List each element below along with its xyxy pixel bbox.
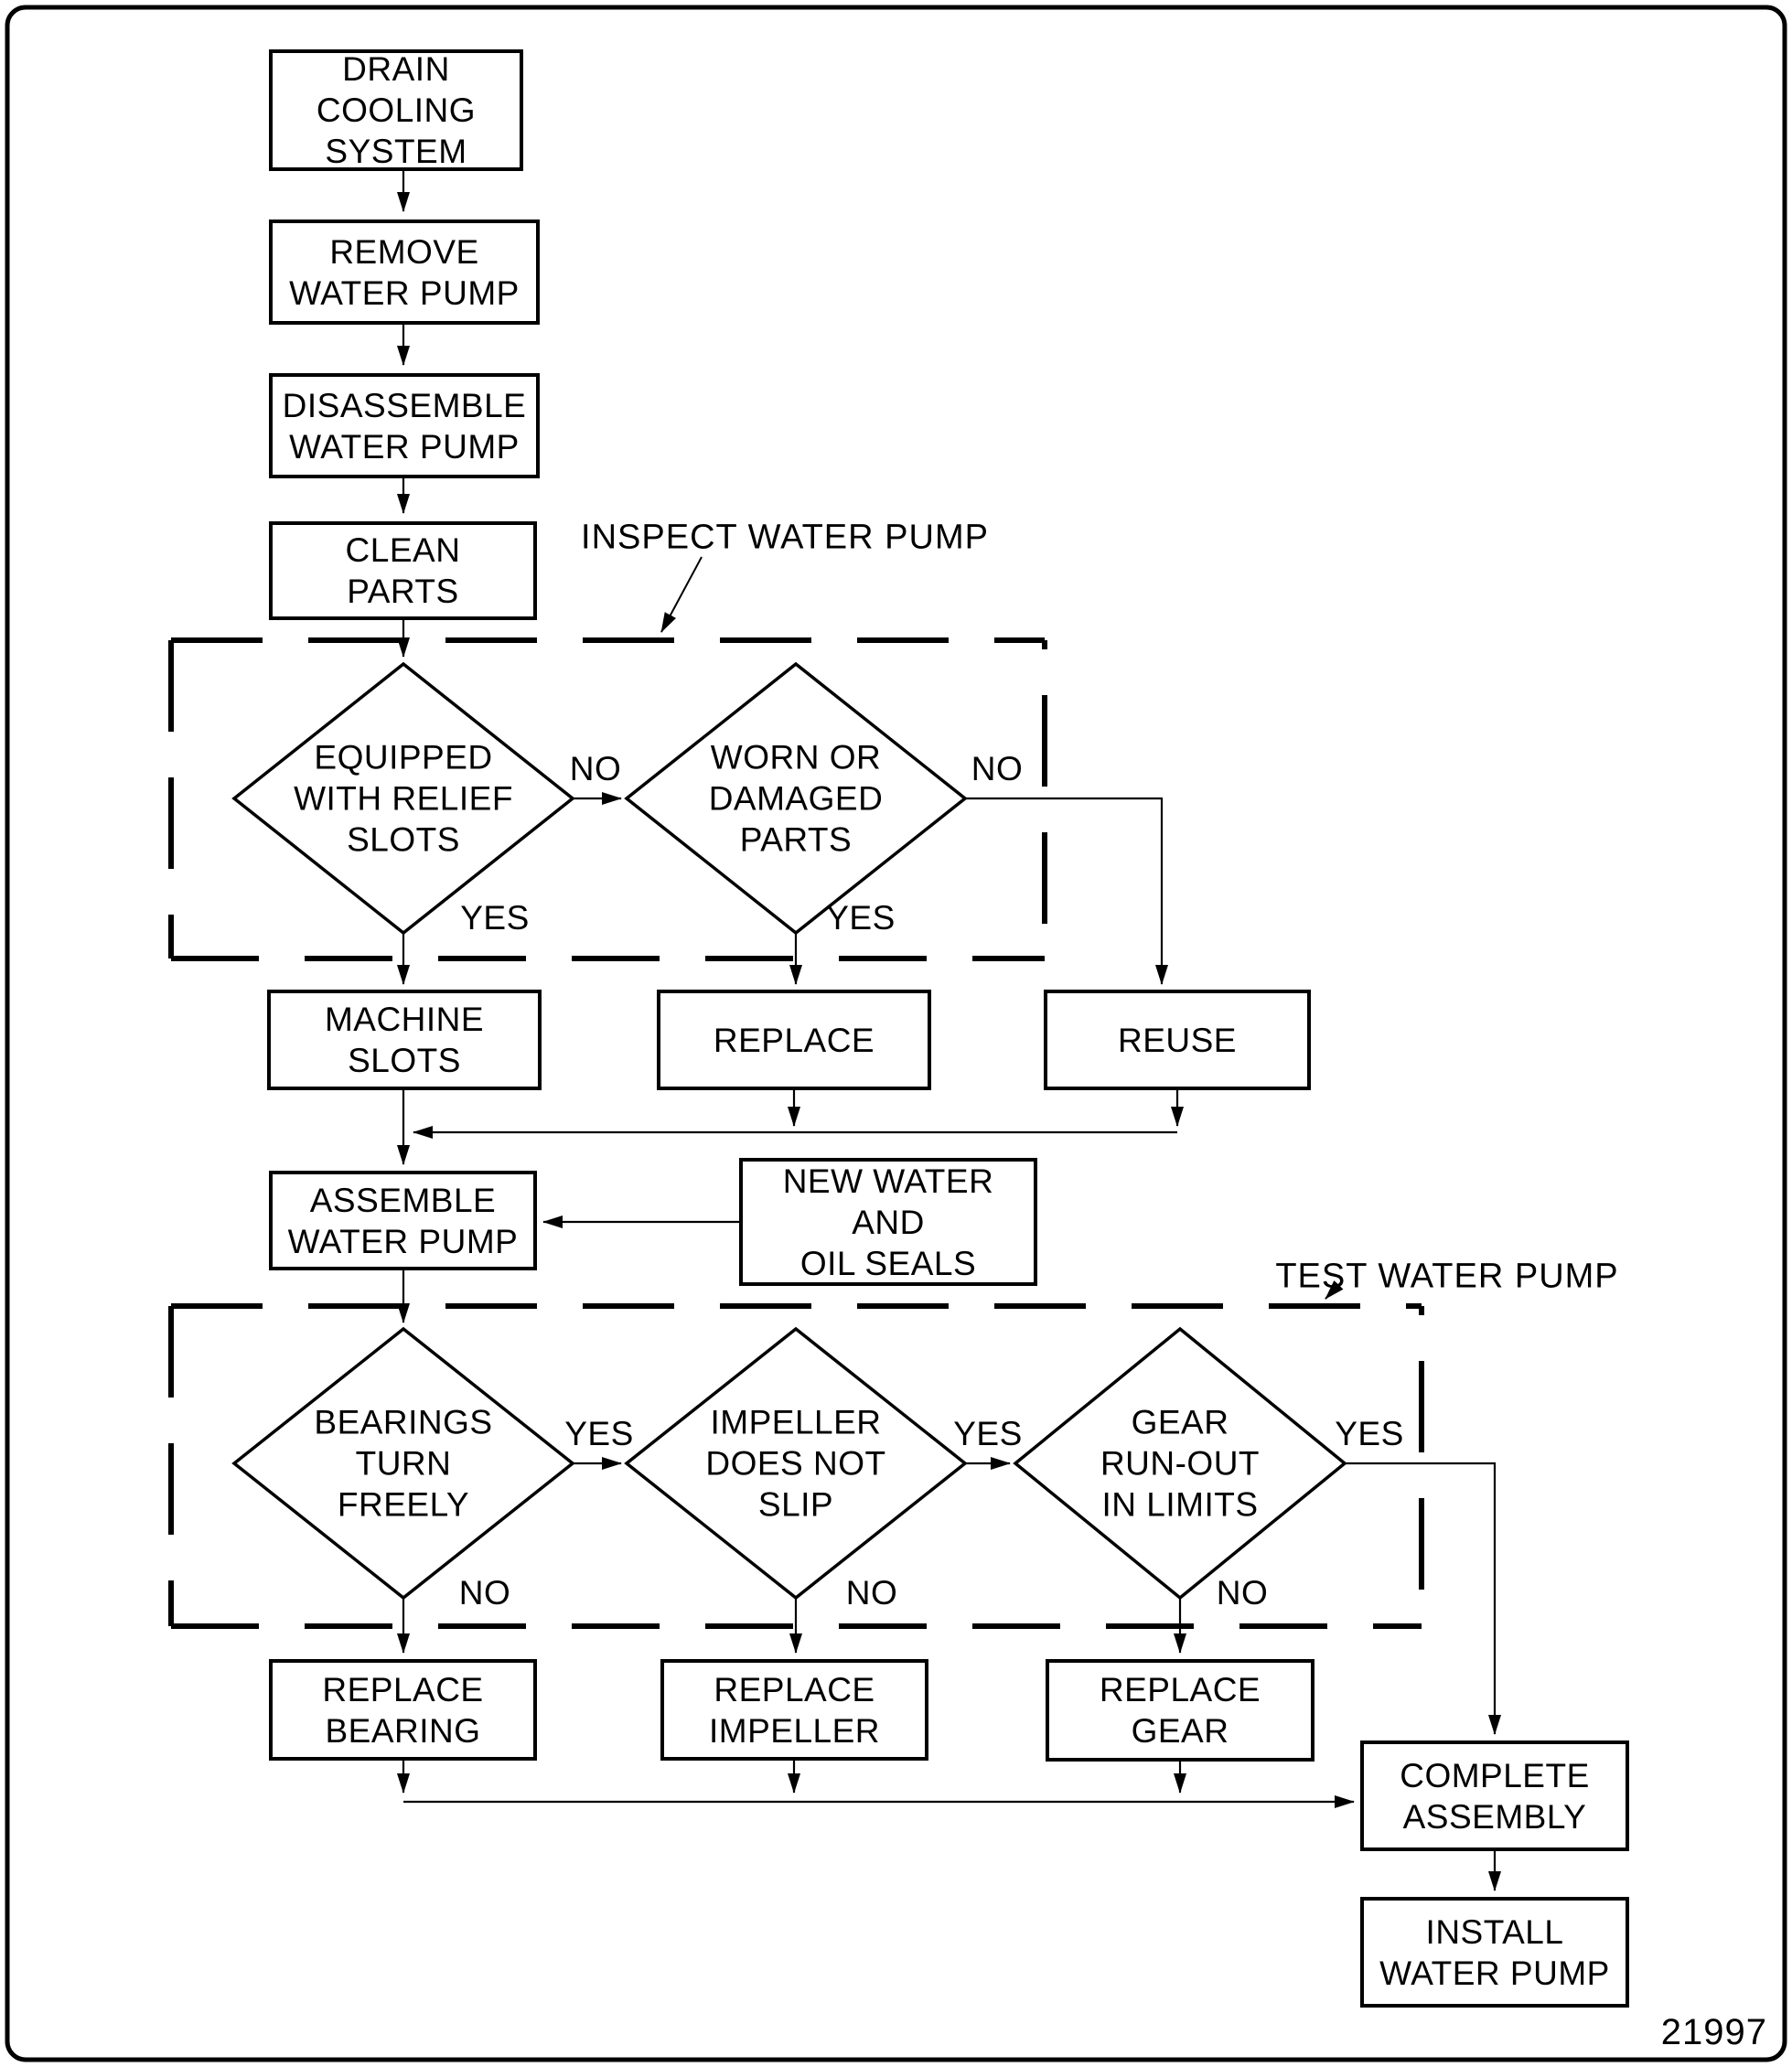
branch-yes-gear-run-out-in-limits: YES [1335,1415,1404,1452]
step-reuse: REUSE [1044,990,1311,1090]
step-replace-impeller: REPLACE IMPELLER [660,1659,928,1761]
decision-equipped-with-relief-slots: EQUIPPED WITH RELIEF SLOTS [294,738,513,859]
decision-impeller-does-not-slip: IMPELLER DOES NOT SLIP [705,1403,886,1524]
step-replace-bearing: REPLACE BEARING [269,1659,537,1761]
test-water-pump-label: TEST WATER PUMP [1275,1257,1619,1296]
step-complete-assembly: COMPLETE ASSEMBLY [1360,1740,1629,1851]
branch-no-bearings-turn-freely: NO [458,1574,511,1612]
branch-yes-equipped-with-relief-slots: YES [460,899,530,937]
decision-gear-run-out-in-limits: GEAR RUN-OUT IN LIMITS [1100,1403,1261,1524]
step-drain-cooling-system: DRAIN COOLING SYSTEM [269,49,523,171]
branch-yes-worn-or-damaged-parts: YES [826,899,896,937]
step-replace-gear: REPLACE GEAR [1046,1659,1314,1762]
figure-number: 21997 [1660,2012,1767,2052]
page-border [5,5,1787,2062]
step-new-water-and-oil-seals: NEW WATER AND OIL SEALS [739,1158,1037,1286]
branch-yes-bearings-turn-freely: YES [564,1415,634,1452]
branch-yes-impeller-does-not-slip: YES [953,1415,1023,1452]
branch-no-equipped-with-relief-slots: NO [569,750,622,787]
step-machine-slots: MACHINE SLOTS [267,990,542,1090]
step-remove-water-pump: REMOVE WATER PUMP [269,220,540,325]
step-disassemble-water-pump: DISASSEMBLE WATER PUMP [269,373,540,478]
step-clean-parts: CLEAN PARTS [269,521,537,620]
branch-no-gear-run-out-in-limits: NO [1216,1574,1269,1612]
label-leader-arrows [660,556,1344,1300]
flow-arrows [397,171,1501,1891]
step-replace: REPLACE [657,990,931,1090]
branch-no-worn-or-damaged-parts: NO [971,750,1024,787]
inspect-water-pump-label: INSPECT WATER PUMP [581,518,989,557]
decision-bearings-turn-freely: BEARINGS TURN FREELY [314,1403,493,1524]
step-assemble-water-pump: ASSEMBLE WATER PUMP [269,1171,537,1270]
test-group-dashed-box [168,1303,1424,1629]
branch-no-impeller-does-not-slip: NO [845,1574,898,1612]
step-install-water-pump: INSTALL WATER PUMP [1360,1897,1629,2008]
inspect-group-dashed-box [168,637,1047,961]
decision-worn-or-damaged-parts: WORN OR DAMAGED PARTS [708,738,884,859]
